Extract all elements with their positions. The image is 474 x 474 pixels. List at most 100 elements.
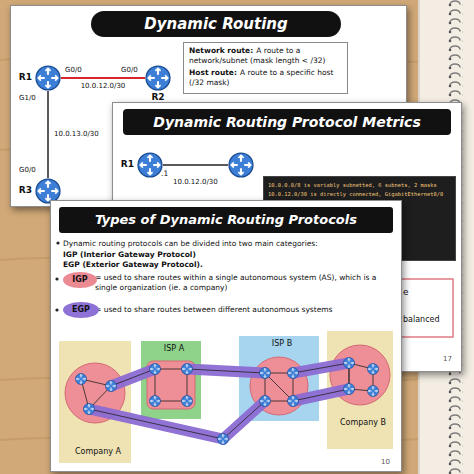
- drawing-circle: [56, 241, 59, 244]
- text-slot: EGP: [63, 305, 99, 315]
- drawing-use: [343, 383, 354, 394]
- drawing-rect: [59, 207, 393, 233]
- node-text: Dynamic routing protocols can be divided…: [63, 239, 393, 249]
- drawing-ellipse: [63, 272, 97, 288]
- drawing-use: [36, 66, 60, 90]
- drawing-use: [181, 395, 192, 406]
- drawing-use: [217, 433, 228, 444]
- drawing-rect: [59, 341, 131, 463]
- drawing-use: [105, 380, 116, 391]
- router: R1: [35, 65, 61, 91]
- interface-label: G0/0: [121, 66, 138, 74]
- drawing-use: [259, 367, 270, 378]
- node-text: Company A: [59, 447, 137, 456]
- node-text: EGP: [63, 305, 99, 315]
- slide-title: Dynamic Routing Protocol Metrics: [123, 113, 451, 131]
- text-slot: 10.0.12.0/30: [80, 82, 127, 91]
- node-text: 10.0.12.0/30 is directly connected, Giga…: [268, 190, 454, 198]
- drawing-g: [89, 363, 349, 439]
- node-text: 10.0.0.0/8 is variably subnetted, 6 subn…: [268, 181, 454, 189]
- interface-label: 10: [381, 458, 390, 466]
- interface-label: G0/0: [65, 66, 82, 74]
- text-slot: R3: [13, 185, 32, 195]
- protocol-oval: EGP: [63, 302, 99, 318]
- network-area: Company B: [327, 331, 399, 449]
- link-label: 10.0.12.0/30: [81, 82, 126, 91]
- drawing-use: [287, 367, 298, 378]
- text-slot: balanced: [403, 315, 440, 324]
- text-slot: Dynamic Routing: [91, 15, 341, 33]
- slide-title: Types of Dynamic Routing Protocols: [59, 211, 393, 228]
- term-name: Network route:: [189, 46, 253, 55]
- drawing-circle: [55, 308, 58, 311]
- drawing-use: [367, 363, 378, 374]
- text-slot: R1: [13, 72, 32, 82]
- router-icon: [145, 65, 171, 91]
- drawing-use: [149, 395, 160, 406]
- drawing-rect: [123, 109, 451, 135]
- router-icon: [137, 152, 163, 178]
- text-slot: G0/0: [19, 166, 36, 174]
- text-slot: Types of Dynamic Routing Protocols: [59, 211, 393, 228]
- network-link: [61, 77, 145, 79]
- interface-label: 17: [443, 355, 452, 363]
- definition-line: Network route:A route to a network/subne…: [189, 46, 342, 65]
- node-text: = used to share routes within a single a…: [95, 273, 391, 292]
- protocol-oval: IGP: [63, 272, 97, 288]
- text-slot: 10: [381, 458, 390, 466]
- node-text: EGP (Exterior Gateway Protocol).: [63, 260, 393, 270]
- drawing-use: [343, 357, 354, 368]
- text-slot: .1: [161, 170, 168, 179]
- text-slot: G0/0: [121, 66, 138, 74]
- node-text: R1: [116, 159, 134, 169]
- text-slot: R2: [143, 92, 173, 102]
- node-text: ISP A: [141, 344, 207, 353]
- drawing-circle: [55, 277, 58, 280]
- text-slot: ISP B: [239, 339, 325, 348]
- drawing-rect: [91, 11, 341, 37]
- node-text: IGP: [63, 275, 97, 285]
- node-text: R1: [13, 72, 32, 82]
- text-slot: e: [403, 287, 409, 297]
- router: R1: [137, 152, 163, 178]
- router-icon: [35, 65, 61, 91]
- drawing-path: [265, 373, 293, 401]
- drawing-g: [75, 357, 378, 444]
- drawing-g: [81, 363, 373, 439]
- text-slot: 10.0.13.0/30: [53, 130, 100, 139]
- network-area: Company A: [59, 341, 137, 463]
- text-slot: 10.0.12.0/30: [173, 178, 218, 186]
- drawing-use: [287, 395, 298, 406]
- drawing-use: [138, 153, 162, 177]
- text-slot: Dynamic routing protocols can be divided…: [63, 239, 393, 249]
- text-slot: IGP (Interior Gateway Protocol): [63, 250, 393, 260]
- text-slot: G1/0: [19, 94, 36, 102]
- drawing-use: [181, 363, 192, 374]
- text-slot: = used to share routes within a single a…: [95, 273, 391, 292]
- text-slot: G0/0: [65, 66, 82, 74]
- drawing-use: [146, 66, 170, 90]
- node-text: IGP (Interior Gateway Protocol): [63, 250, 393, 260]
- network-link: [47, 91, 49, 178]
- text-slot: 10.0.12.0/30 is directly connected, Giga…: [268, 190, 454, 198]
- text-slot: R1: [116, 159, 134, 169]
- text-slot: EGP (Exterior Gateway Protocol).: [63, 260, 393, 270]
- definition-line: Host route:A route to a specific host (/…: [189, 68, 342, 87]
- interface-label: .1: [161, 170, 168, 179]
- definition-box: Network route:A route to a network/subne…: [183, 42, 348, 94]
- text-slot: Company A: [59, 447, 137, 456]
- drawing-ellipse: [63, 302, 99, 318]
- text-slot: Company B: [327, 418, 399, 427]
- drawing-line: [163, 164, 228, 166]
- drawing-path: [89, 363, 349, 439]
- text-slot: Dynamic Routing Protocol Metrics: [123, 113, 451, 131]
- slide-title: Dynamic Routing: [91, 15, 341, 33]
- interface-label: e: [403, 287, 409, 297]
- drawing-rect: [147, 361, 195, 409]
- text-slot: IGP: [63, 275, 97, 285]
- text-slot: = used to share routes between different…: [95, 305, 391, 315]
- text-slot: 17: [443, 355, 452, 363]
- node-text: R2: [143, 92, 173, 102]
